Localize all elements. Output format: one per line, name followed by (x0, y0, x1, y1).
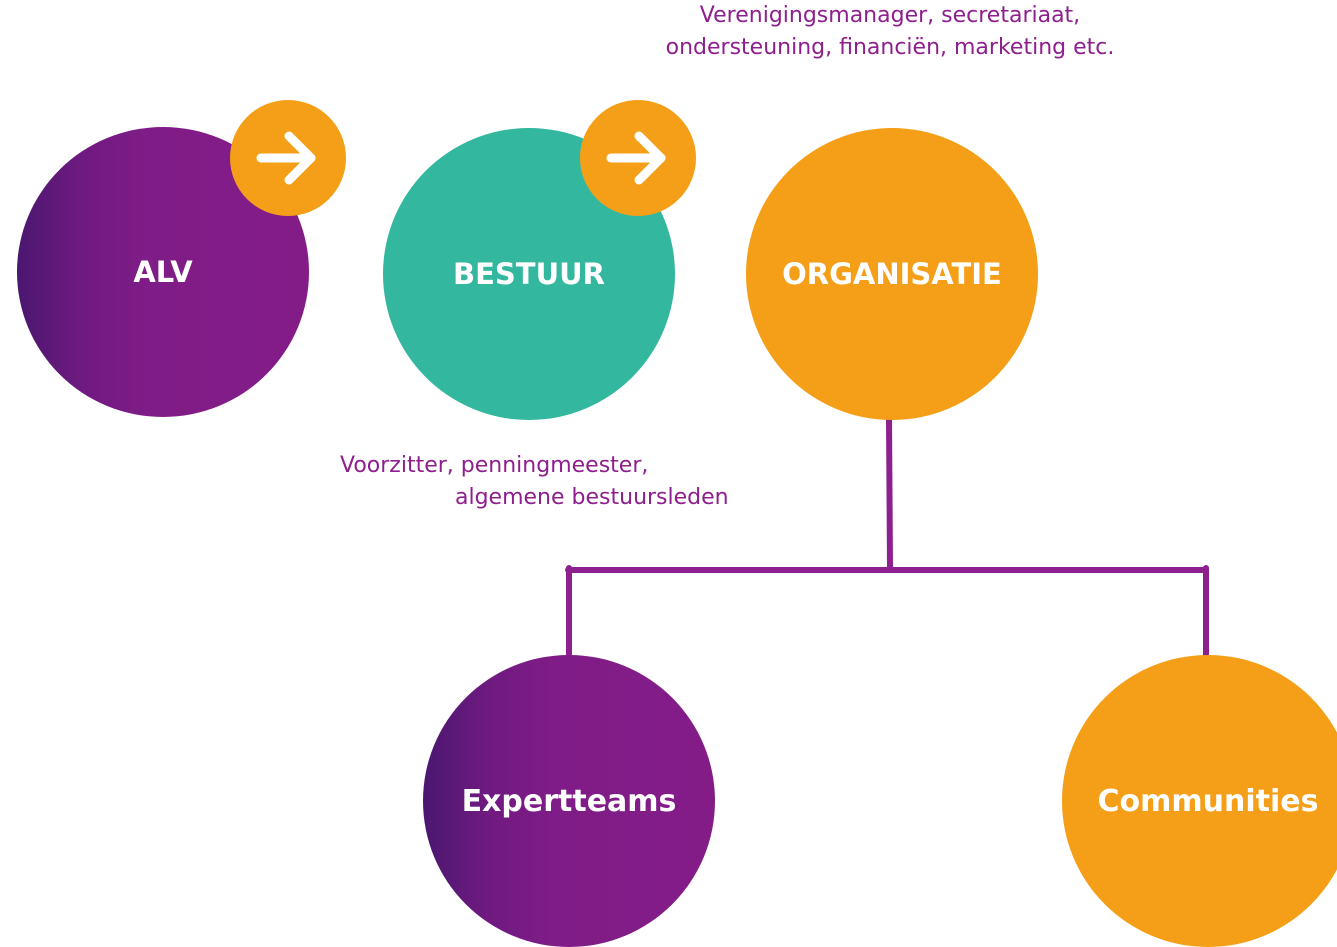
node-alv-label: ALV (133, 255, 193, 289)
organisatie-caption: Verenigingsmanager, secretariaat, onders… (560, 0, 1220, 64)
node-bestuur-label: BESTUUR (452, 257, 605, 291)
bestuur-caption: Voorzitter, penningmeester, algemene bes… (340, 450, 800, 514)
node-communities-label: Communities (1097, 783, 1319, 819)
bestuur-caption-line1: Voorzitter, penningmeester, (340, 453, 649, 478)
node-organisatie-label: ORGANISATIE (782, 257, 1002, 291)
organisatie-caption-line2: ondersteuning, financiën, marketing etc. (665, 35, 1115, 60)
node-expertteams: Expertteams (423, 655, 715, 947)
arrow-right-icon-glyph (606, 131, 666, 185)
node-communities: Communities (1062, 655, 1337, 947)
node-organisatie: ORGANISATIE (746, 128, 1038, 420)
arrow-right-icon (580, 100, 696, 216)
arrow-right-icon-glyph (256, 131, 316, 185)
arrow-right-icon (230, 100, 346, 216)
bestuur-caption-line2: algemene bestuursleden (455, 485, 729, 510)
connector-vertical-organisatie (886, 415, 893, 571)
node-expertteams-label: Expertteams (461, 783, 677, 819)
organisatie-caption-line1: Verenigingsmanager, secretariaat, (699, 3, 1081, 28)
